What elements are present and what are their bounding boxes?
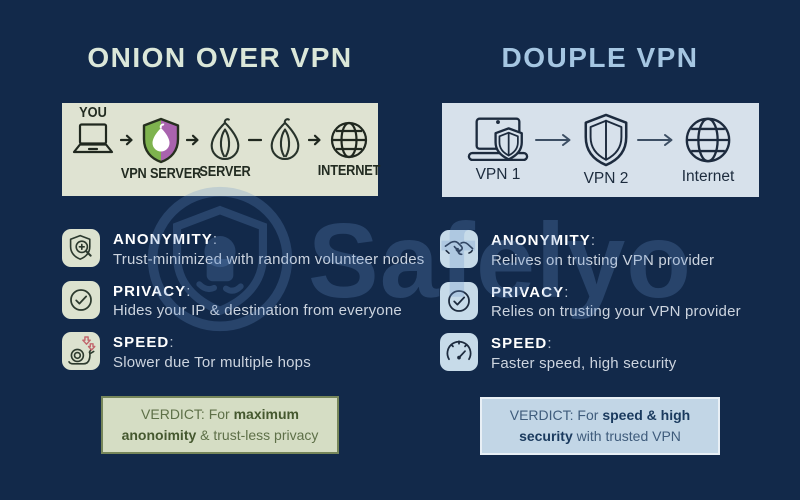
feature-desc: Trust-minimized with random volunteer no… xyxy=(113,250,425,268)
feature-text: PRIVACY: Hides your IP & destination fro… xyxy=(113,282,402,320)
diagram-node-you: YOU xyxy=(70,105,116,157)
handshake-icon xyxy=(440,230,478,268)
diagram-node-vpn-server: VPN SERVER xyxy=(121,116,201,182)
feature-text: ANONYMITY: Relives on trusting VPN provi… xyxy=(491,232,715,269)
feature-speed: SPEED: Faster speed, high security xyxy=(440,333,741,374)
server-label: SERVER xyxy=(199,163,251,180)
double-vpn-title: DOUPLE VPN xyxy=(501,42,699,73)
feature-heading: ANONYMITY xyxy=(491,232,591,249)
feature-heading: SPEED xyxy=(491,335,548,353)
vpn1-label: VPN 1 xyxy=(475,166,521,183)
verdict-prefix: VERDICT: For xyxy=(509,406,603,423)
onion-feature-list: ANONYMITY: Trust-minimized with random v… xyxy=(62,229,425,373)
shield-outline-icon xyxy=(580,112,632,168)
feature-desc: Hides your IP & destination from everyon… xyxy=(113,302,402,320)
feature-anonymity: ANONYMITY: Relives on trusting VPN provi… xyxy=(440,230,741,271)
onion-over-vpn-column: ONION OVER VPN YOU xyxy=(62,42,424,454)
arrow-right-icon xyxy=(308,133,324,147)
diagram-node-tor-server: SERVER xyxy=(199,117,251,180)
arrow-right-icon xyxy=(120,133,136,147)
double-vpn-feature-list: ANONYMITY: Relives on trusting VPN provi… xyxy=(440,230,741,374)
diagram-node-vpn2: VPN 2 xyxy=(580,112,632,187)
feature-text: SPEED: Faster speed, high security xyxy=(491,335,677,372)
feature-text: SPEED: Slower due Tor multiple hops xyxy=(113,334,311,371)
onion-icon xyxy=(266,117,304,162)
feature-desc: Faster speed, high security xyxy=(491,354,677,372)
double-vpn-column: DOUPLE VPN VPN 1 xyxy=(400,0,800,500)
vpn-shield-icon xyxy=(140,116,182,164)
vpn-server-label: VPN SERVER xyxy=(120,165,202,182)
shield-search-icon xyxy=(62,229,100,267)
onion-verdict-box: VERDICT: For maximum anonoimity & trust-… xyxy=(101,395,339,454)
snail-slow-icon xyxy=(62,332,100,371)
arrow-right-icon xyxy=(186,133,202,147)
onion-diagram-panel: YOU xyxy=(62,103,380,196)
laptop-icon xyxy=(70,122,116,157)
you-label: YOU xyxy=(79,104,107,121)
long-arrow-right-icon xyxy=(636,132,678,148)
verdict-prefix: VERDICT: For xyxy=(141,405,234,422)
verdict-bold: maximum anonoimity xyxy=(121,405,299,443)
speedometer-icon xyxy=(440,333,478,372)
globe-icon xyxy=(682,114,734,166)
double-vpn-verdict-box: VERDICT: For speed & high security with … xyxy=(480,396,720,455)
verdict-suffix: & trust-less privacy xyxy=(196,426,319,443)
diagram-node-internet: INTERNET xyxy=(318,119,380,179)
feature-anonymity: ANONYMITY: Trust-minimized with random v… xyxy=(62,229,425,270)
feature-privacy: PRIVACY: Relies on trusting your VPN pro… xyxy=(440,281,741,323)
onion-over-vpn-title: ONION OVER VPN xyxy=(87,42,353,73)
internet-label: Internet xyxy=(681,168,735,185)
double-vpn-diagram-panel: VPN 1 VPN 2 xyxy=(441,103,759,197)
internet-label: INTERNET xyxy=(317,162,381,179)
feature-heading: SPEED xyxy=(113,334,170,352)
laptop-shield-icon xyxy=(466,116,530,164)
check-circle-icon xyxy=(440,281,478,320)
feature-privacy: PRIVACY: Hides your IP & destination fro… xyxy=(62,280,425,322)
feature-heading: ANONYMITY xyxy=(113,231,213,248)
verdict-suffix: with trusted VPN xyxy=(572,427,681,444)
diagram-node-vpn1: VPN 1 xyxy=(466,116,530,183)
feature-heading: PRIVACY xyxy=(491,283,565,301)
feature-text: PRIVACY: Relies on trusting your VPN pro… xyxy=(491,283,741,321)
feature-desc: Relives on trusting VPN provider xyxy=(491,251,715,269)
long-arrow-right-icon xyxy=(534,132,576,148)
feature-heading: PRIVACY xyxy=(113,282,187,300)
feature-text: ANONYMITY: Trust-minimized with random v… xyxy=(113,231,425,268)
diagram-node-tor-exit xyxy=(266,117,304,162)
globe-icon xyxy=(328,119,370,161)
diagram-node-internet: Internet xyxy=(682,114,734,185)
vpn2-label: VPN 2 xyxy=(583,170,629,187)
check-circle-icon xyxy=(62,280,100,319)
dash-connector-icon xyxy=(248,137,262,143)
feature-desc: Relies on trusting your VPN provider xyxy=(491,303,741,321)
onion-icon xyxy=(206,117,244,162)
feature-desc: Slower due Tor multiple hops xyxy=(113,353,311,371)
feature-speed: SPEED: Slower due Tor multiple hops xyxy=(62,332,425,373)
verdict-bold: speed & high security xyxy=(519,406,691,444)
